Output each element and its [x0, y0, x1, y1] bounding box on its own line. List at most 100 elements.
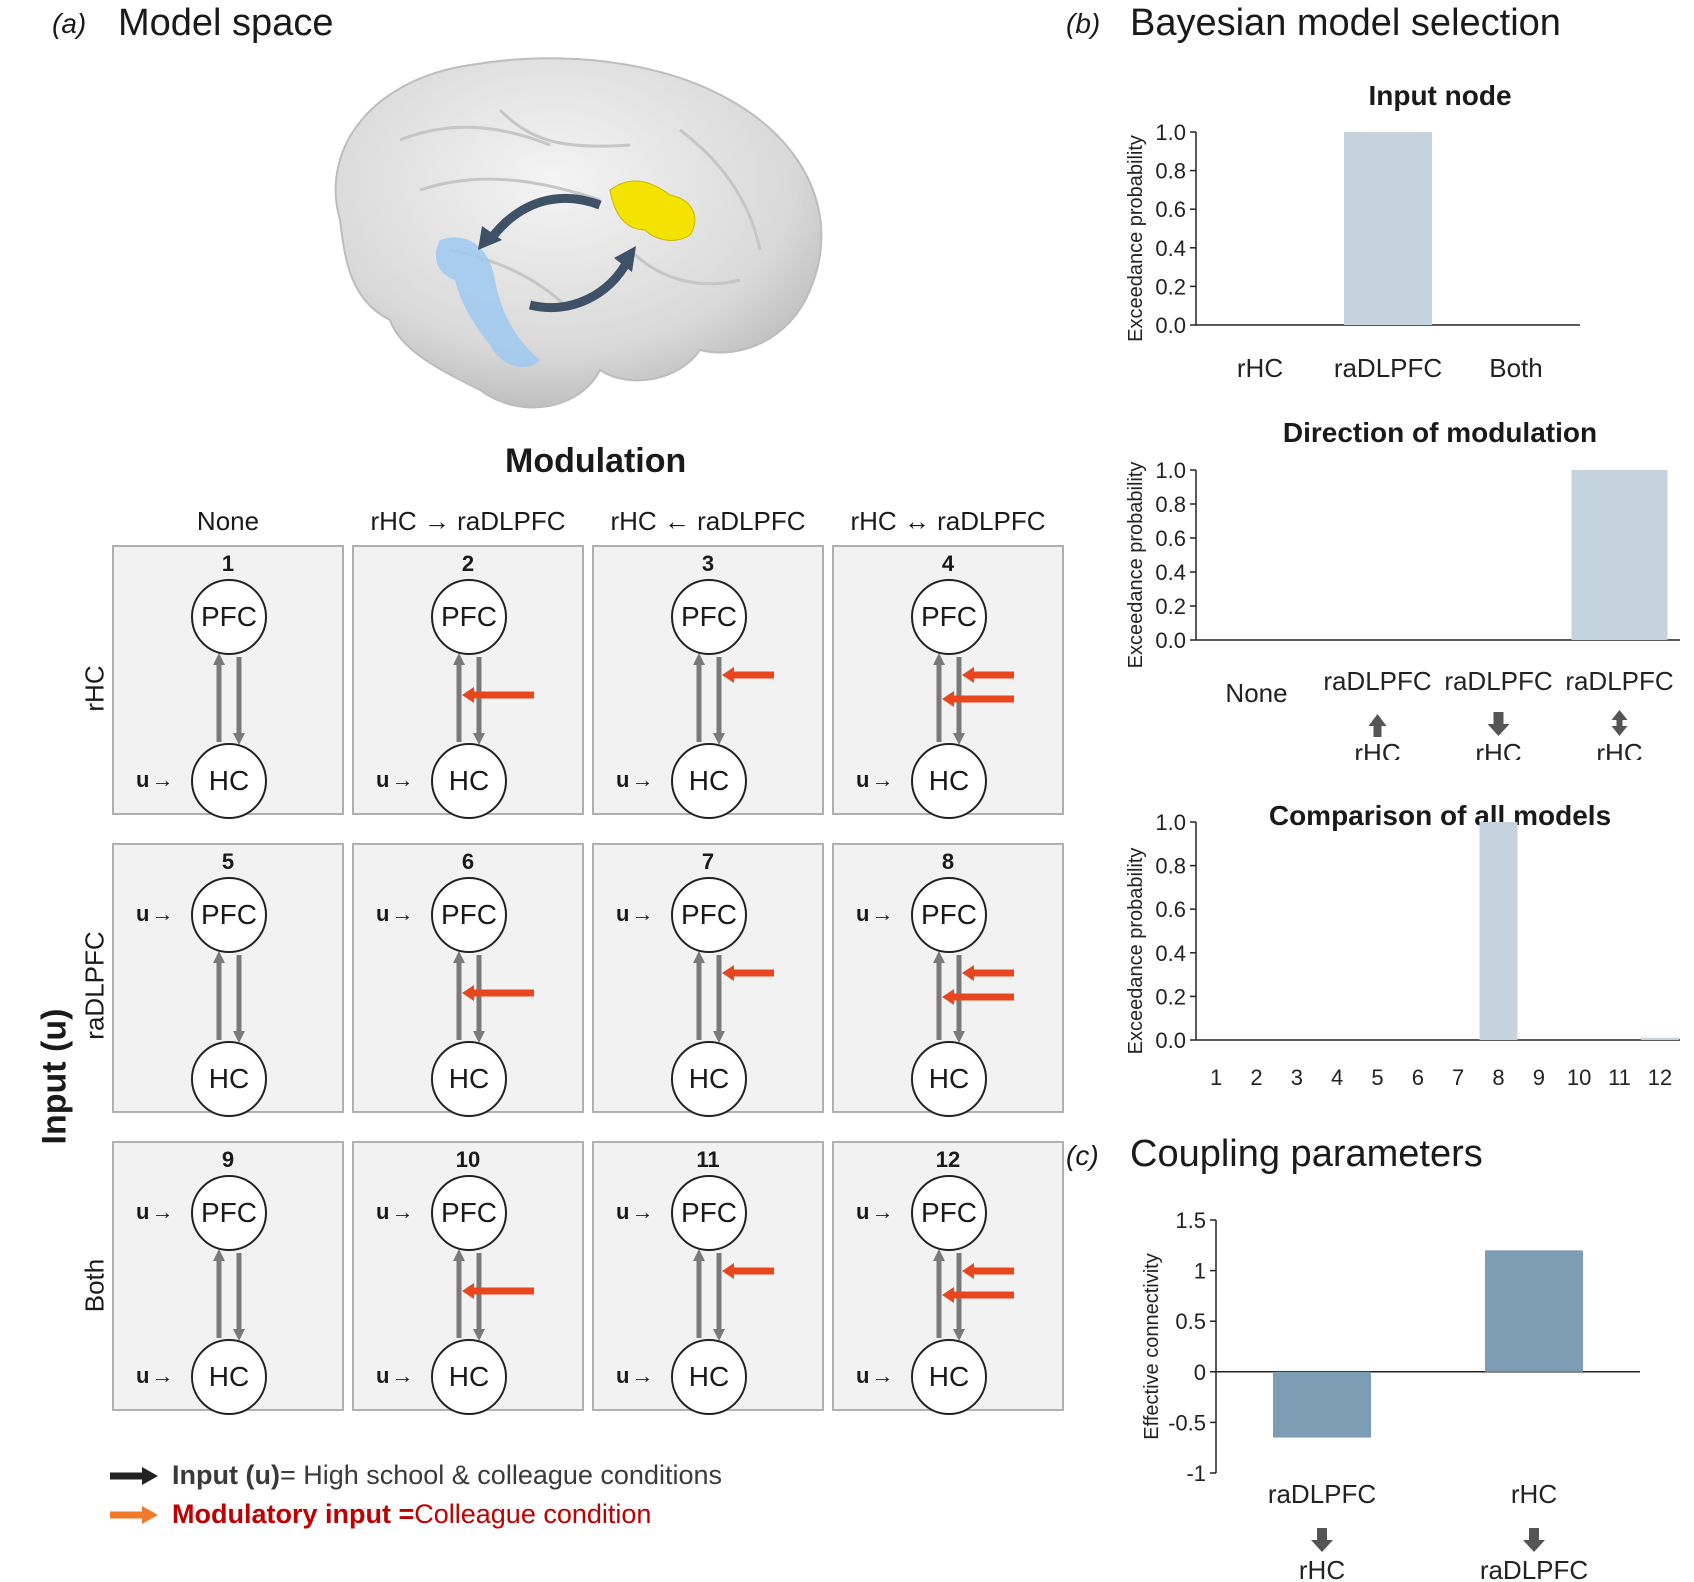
node-pfc: PFC — [191, 1175, 267, 1251]
y-tick-label: 0.6 — [1155, 526, 1186, 551]
modulation-arrow-bottom-head — [942, 989, 954, 1005]
panel-a-letter: (a) — [52, 8, 87, 39]
modulation-arrow-bottom-head — [942, 1287, 954, 1303]
x-category-label: 11 — [1608, 1065, 1631, 1090]
x-category-label-bottom: rHC — [1299, 1555, 1345, 1582]
legend-input-arrow-icon — [110, 1466, 158, 1485]
input-axis-label: Input (u) — [35, 1008, 74, 1145]
modulation-arrow-head — [722, 965, 734, 981]
node-pfc: PFC — [911, 579, 987, 655]
node-hc: HC — [671, 1339, 747, 1415]
arrow-down-icon-stem — [1493, 712, 1504, 726]
y-tick-label: 0.8 — [1155, 159, 1186, 184]
model-number: 4 — [941, 551, 955, 576]
y-tick-label: 1.0 — [1155, 810, 1186, 835]
bar-2 — [1485, 1250, 1583, 1372]
connection-down-head — [473, 1031, 485, 1043]
node-hc: HC — [191, 1041, 267, 1117]
model-number: 8 — [941, 849, 955, 874]
node-hc: HC — [671, 743, 747, 819]
connection-arrows — [693, 653, 774, 745]
connection-down-head — [953, 1031, 965, 1043]
legend-mod-bold: Modulatory input = — [172, 1499, 415, 1529]
legend-input-bold: Input (u) — [172, 1460, 280, 1490]
legend-mod-arrow-icon — [110, 1505, 158, 1524]
model-number: 12 — [935, 1147, 961, 1172]
model-number: 1 — [221, 551, 235, 576]
connection-arrows — [453, 1249, 534, 1341]
x-category-label-top: raDLPFC — [1444, 666, 1552, 696]
connection-down-head — [953, 1329, 965, 1341]
y-tick-label: -0.5 — [1168, 1410, 1206, 1435]
node-pfc: PFC — [191, 579, 267, 655]
connection-down-head — [473, 733, 485, 745]
x-category-label: 7 — [1452, 1065, 1464, 1090]
node-pfc: PFC — [191, 877, 267, 953]
y-tick-label: 1.0 — [1155, 120, 1186, 145]
input-arrow-pfc: u→ — [616, 901, 654, 926]
row-header-both: Both — [79, 1258, 110, 1313]
row-header-radlpfc: raDLPFC — [79, 931, 110, 1040]
panel-b-title: Bayesian model selection — [1130, 2, 1561, 44]
panel-a-title: Model space — [118, 2, 334, 44]
connection-down-head — [713, 1031, 725, 1043]
col-header-forward: rHC → raDLPFC — [370, 506, 566, 536]
connection-up-head — [213, 1249, 225, 1261]
x-category-label-bottom: raDLPFC — [1480, 1555, 1588, 1582]
y-tick-label: 0.0 — [1155, 1028, 1186, 1053]
chart2-title: Direction of modulation — [1282, 417, 1598, 448]
input-arrow-pfc: u→ — [856, 901, 894, 926]
y-tick-label: 0.4 — [1155, 941, 1186, 966]
model-number: 10 — [455, 1147, 481, 1172]
input-arrow-hc: u→ — [376, 767, 414, 792]
connection-arrows — [693, 951, 774, 1043]
arrow-down-icon — [1487, 724, 1510, 736]
node-pfc: PFC — [671, 877, 747, 953]
model-number: 2 — [461, 551, 475, 576]
connection-up-head — [213, 653, 225, 665]
arrow-down-icon — [1523, 1540, 1545, 1552]
node-hc: HC — [911, 1041, 987, 1117]
node-pfc: PFC — [911, 1175, 987, 1251]
connection-arrows — [213, 1249, 245, 1341]
hippocampus-region — [435, 237, 540, 368]
x-category-label: 4 — [1331, 1065, 1343, 1090]
modulation-arrow-bottom-head — [942, 691, 954, 707]
node-pfc: PFC — [431, 877, 507, 953]
x-category-label: 1 — [1210, 1065, 1222, 1090]
x-category-label: Both — [1489, 353, 1543, 383]
legend-mod-text: Colleague condition — [414, 1499, 652, 1529]
model-number: 6 — [461, 849, 475, 874]
legend-input: Input (u) = High school & colleague cond… — [108, 1460, 722, 1491]
legend-input-text: = High school & colleague conditions — [279, 1460, 722, 1490]
y-tick-label: 0.8 — [1155, 492, 1186, 517]
y-axis-label: Exceedance probability — [1125, 462, 1147, 669]
model-number: 5 — [221, 849, 235, 874]
node-pfc: PFC — [671, 579, 747, 655]
connection-up-head — [933, 951, 945, 963]
bar-4 — [1571, 470, 1668, 640]
bar-1 — [1273, 1371, 1371, 1438]
input-arrow-hc: u→ — [856, 767, 894, 792]
arrow-down-icon-stem — [1529, 1528, 1539, 1542]
y-tick-label: 0.0 — [1155, 313, 1186, 338]
connection-arrows — [933, 951, 1014, 1043]
x-category-label-top: raDLPFC — [1268, 1479, 1376, 1509]
y-tick-label: 0.4 — [1155, 560, 1186, 585]
node-pfc: PFC — [911, 877, 987, 953]
input-arrow-hc: u→ — [136, 1363, 174, 1388]
x-category-label-top: raDLPFC — [1323, 666, 1431, 696]
modulation-arrow-top-head — [962, 1263, 974, 1279]
y-tick-label: 0.2 — [1155, 984, 1186, 1009]
input-arrow-pfc: u→ — [136, 1199, 174, 1224]
col-header-none: None — [196, 506, 260, 536]
y-axis-label: Exceedance probability — [1125, 848, 1147, 1055]
